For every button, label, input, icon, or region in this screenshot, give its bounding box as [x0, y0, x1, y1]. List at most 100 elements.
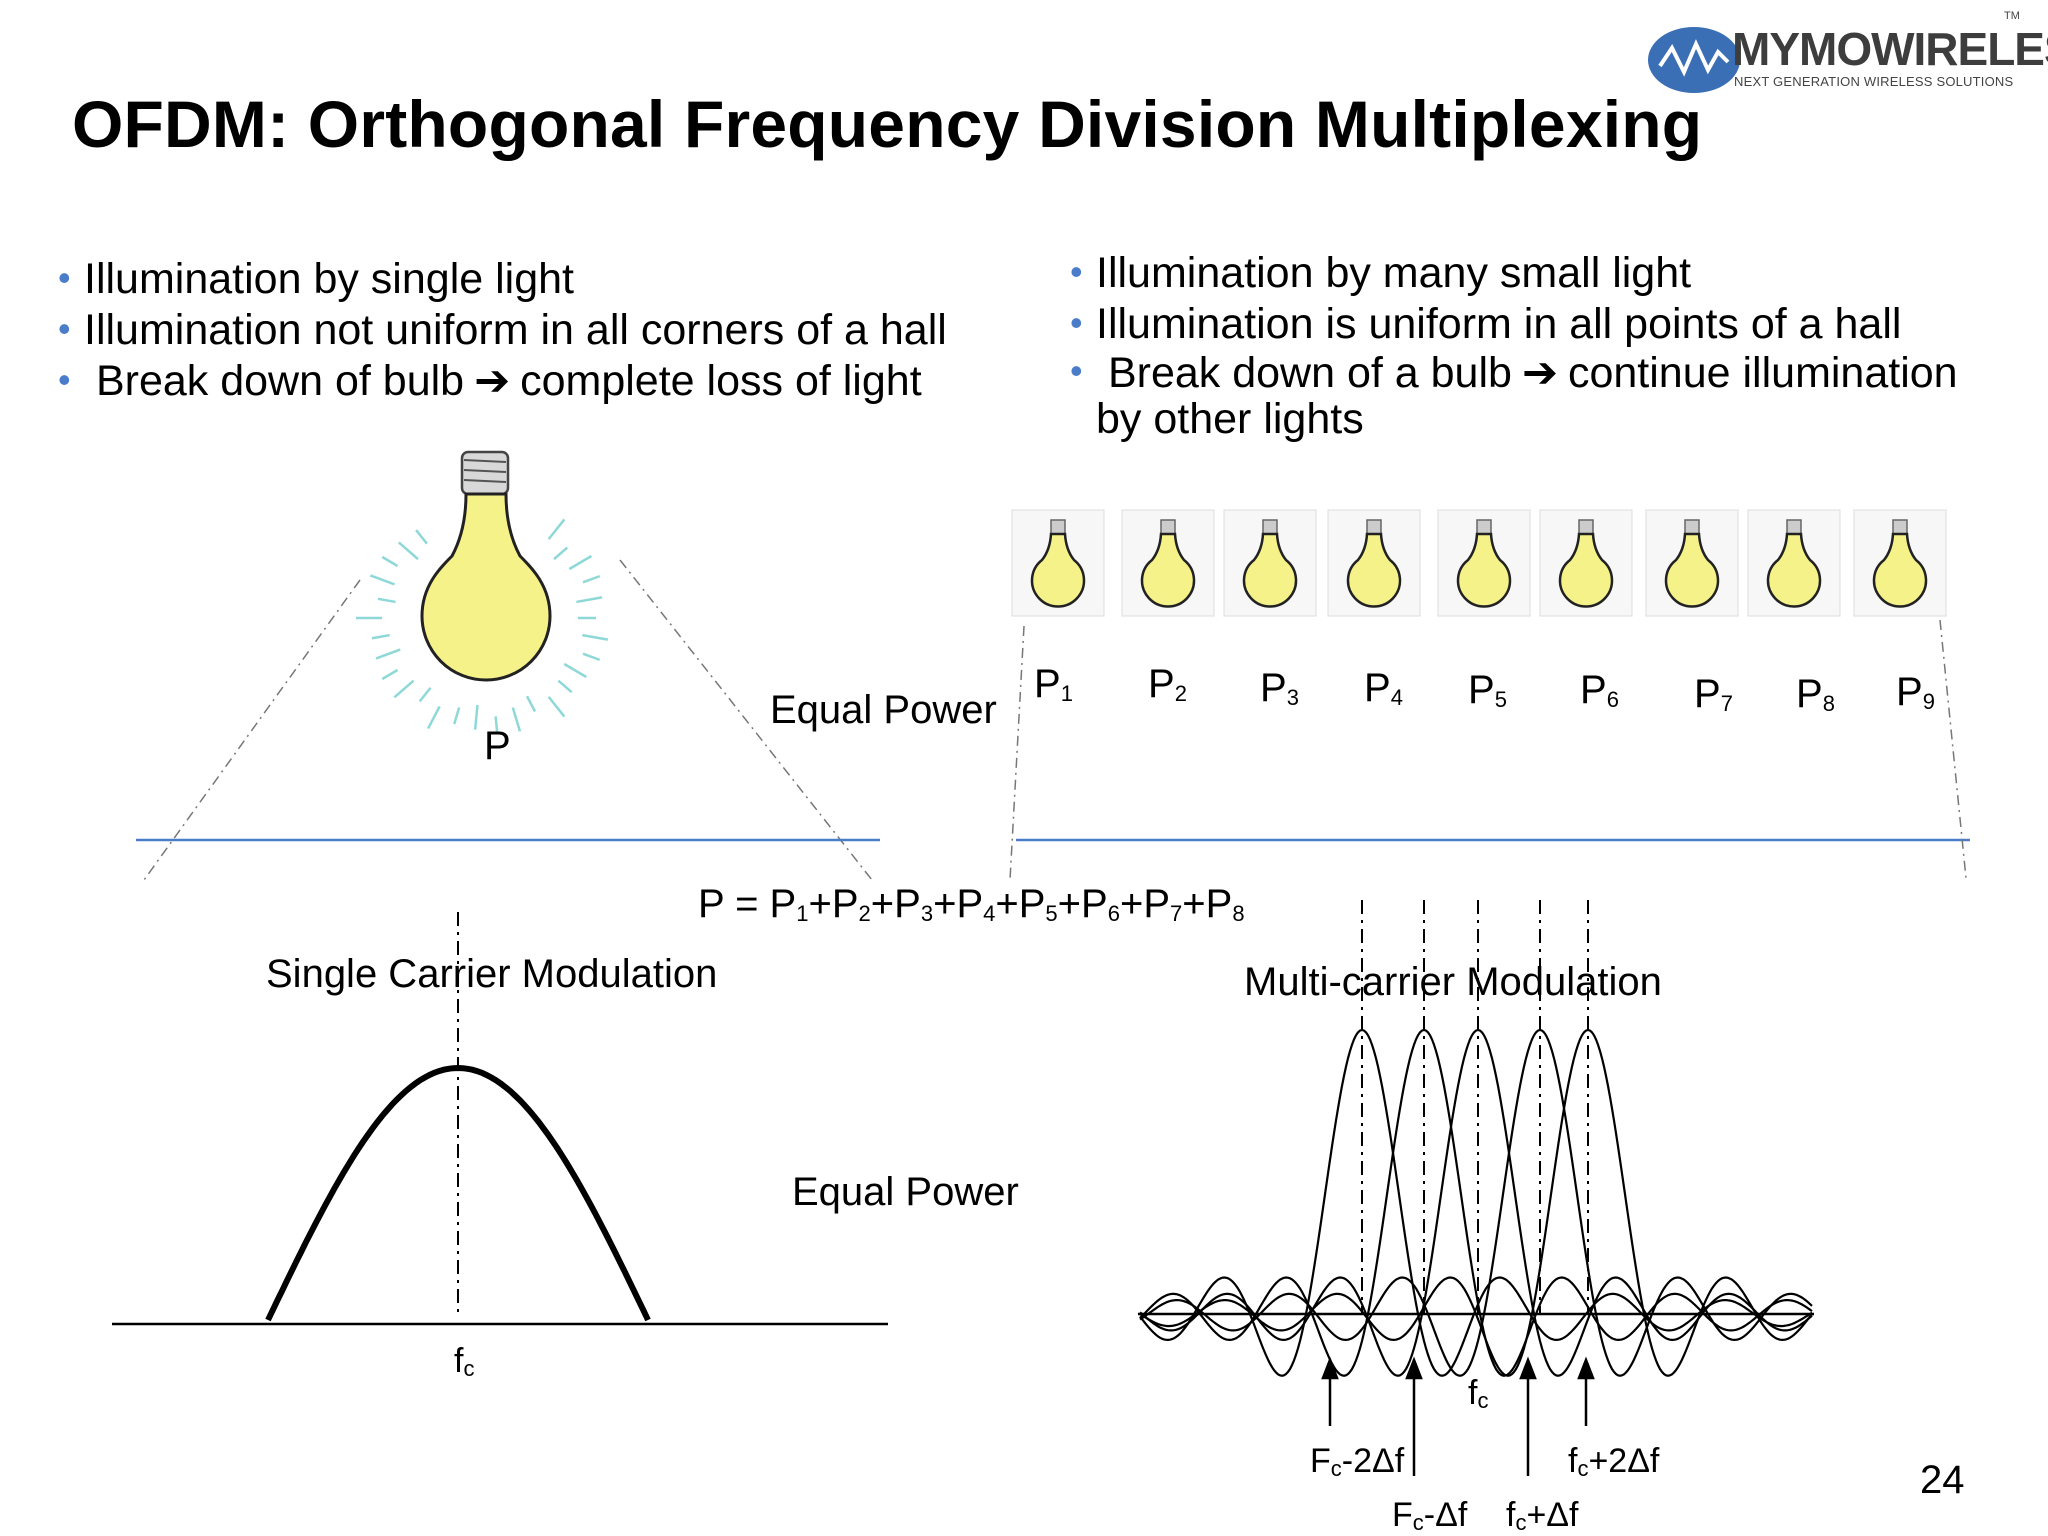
left-bullet-3-pre: Break down of bulb: [84, 357, 465, 405]
freq-fc-minus-2df-label: Fc-2Δf: [1310, 1442, 1404, 1481]
arrow-head-icon: [1321, 1356, 1339, 1380]
equation-term: P: [1018, 882, 1046, 926]
single-carrier-fc-label: fc: [454, 1342, 474, 1381]
left-bullet-2: Illumination not uniform in all corners …: [56, 303, 947, 356]
freq-fc-plus-2df-sub: c: [1577, 1456, 1589, 1481]
small-bulb: [1538, 508, 1634, 618]
equation-lhs: P =: [698, 882, 770, 926]
freq-fc-minus-2df-tail: -2Δf: [1341, 1442, 1405, 1480]
single-carrier-curve: [265, 1064, 651, 1322]
left-bullet-3: Break down of bulb➔complete loss of ligh…: [56, 354, 947, 407]
logo-wordmark-o: O: [1836, 23, 1872, 75]
equation-term: P: [1081, 882, 1108, 926]
left-bullet-2-text: Illumination not uniform in all corners …: [84, 306, 947, 354]
freq-fc-minus-df-tail: -Δf: [1423, 1496, 1468, 1534]
logo-wordmark-part2: WIRELESS: [1871, 23, 2048, 75]
trademark: TM: [2004, 10, 2020, 22]
equation-term: P: [1205, 882, 1233, 926]
equal-power-label-bottom: Equal Power: [792, 1170, 1019, 1214]
single-carrier-title: Single Carrier Modulation: [266, 952, 718, 996]
subcarrier-curve: [1139, 1028, 1813, 1377]
multi-carrier-title: Multi-carrier Modulation: [1244, 960, 1662, 1004]
multi-carrier-curves: [1139, 1028, 1813, 1377]
subcarrier-curve: [1139, 1028, 1813, 1377]
subcarrier-curve: [1139, 1028, 1813, 1377]
bulb-power-label-7: P7: [1694, 672, 1733, 716]
freq-fc-plus-df-main: f: [1506, 1496, 1516, 1534]
cone-right: [619, 559, 873, 881]
multi-fc-main: f: [1468, 1374, 1478, 1412]
right-bullet-2: Illumination is uniform in all points of…: [1068, 297, 1958, 350]
freq-fc-plus-2df-main: f: [1568, 1442, 1578, 1480]
small-bulb: [1326, 508, 1422, 618]
logo-wordmark-part1: MYM: [1732, 23, 1837, 75]
small-bulb: [1436, 508, 1532, 618]
single-bulb: [356, 450, 609, 734]
small-bulb: [1010, 508, 1106, 618]
fc-main: f: [454, 1342, 464, 1380]
arrow-head-icon: [1519, 1356, 1537, 1380]
multi-carrier-guides: [1361, 900, 1589, 1314]
freq-fc-plus-df-sub: c: [1515, 1510, 1527, 1535]
page-number: 24: [1920, 1458, 1965, 1502]
small-bulb: [1120, 508, 1216, 618]
company-logo: TM MYMOWIRELESS NEXT GENERATION WIRELESS…: [1630, 10, 2048, 102]
bulb-power-label-8: P8: [1796, 672, 1835, 716]
bulb-power-label: P: [484, 724, 511, 768]
equation-term: P: [894, 882, 921, 926]
right-bullet-1-text: Illumination by many small light: [1096, 249, 1692, 297]
arrow-head-icon: [1405, 1356, 1423, 1380]
freq-fc-plus-2df-tail: +2Δf: [1588, 1442, 1660, 1480]
subcarrier-curve: [1139, 1028, 1813, 1377]
bulb-power-label-6: P6: [1580, 668, 1619, 712]
equation-term: P: [1143, 882, 1171, 926]
fc-sub: c: [463, 1356, 475, 1381]
left-bullets: Illumination by single light Illuminatio…: [56, 252, 947, 407]
logo-emblem: [1648, 27, 1740, 93]
power-equation: P = P1+P2+P3+P4+P5+P6+P7+P8: [698, 882, 1245, 927]
freq-fc-minus-2df-main: F: [1310, 1442, 1331, 1480]
freq-fc-minus-df-label: Fc-Δf: [1392, 1496, 1467, 1535]
bulb-power-label-4: P4: [1364, 666, 1403, 710]
arrow-head-icon: [1577, 1356, 1595, 1380]
equation-term: P: [956, 882, 984, 926]
right-bullet-1: Illumination by many small light: [1068, 246, 1958, 299]
cone-left: [143, 579, 361, 881]
small-bulb: [1852, 508, 1948, 618]
arrow-icon: ➔: [474, 357, 511, 405]
equal-power-label-top: Equal Power: [770, 688, 997, 732]
right-bullet-3-continued: by other lights: [1096, 395, 1364, 443]
small-bulb: [1644, 508, 1740, 618]
small-bulb: [1746, 508, 1842, 618]
right-bullet-2-text: Illumination is uniform in all points of…: [1096, 300, 1902, 348]
bulb-power-label-1: P1: [1034, 662, 1073, 706]
multi-fc-label: fc: [1468, 1374, 1488, 1413]
logo-wordmark: MYMOWIRELESS: [1732, 22, 2048, 76]
left-bullet-1: Illumination by single light: [56, 252, 947, 305]
freq-fc-minus-df-sub: c: [1412, 1510, 1424, 1535]
bulb-power-label-5: P5: [1468, 668, 1507, 712]
right-bullet-3-pre: Break down of a bulb: [1096, 349, 1512, 397]
slide-title: OFDM: Orthogonal Frequency Division Mult…: [72, 87, 1703, 161]
bulb-power-label-3: P3: [1260, 666, 1299, 710]
right-bullets: Illumination by many small light Illumin…: [1068, 246, 1958, 443]
equation-terms: P1+P2+P3+P4+P5+P6+P7+P8: [769, 882, 1245, 926]
bulb-power-label-9: P9: [1896, 670, 1935, 714]
left-bullet-1-text: Illumination by single light: [84, 255, 574, 303]
freq-fc-minus-2df-sub: c: [1330, 1456, 1342, 1481]
bulb-row: [1010, 508, 1948, 618]
small-bulb: [1222, 508, 1318, 618]
equation-term: P: [769, 882, 797, 926]
freq-fc-plus-df-tail: +Δf: [1526, 1496, 1579, 1534]
freq-fc-minus-df-main: F: [1392, 1496, 1413, 1534]
logo-tagline: NEXT GENERATION WIRELESS SOLUTIONS: [1734, 74, 2014, 89]
arrow-icon: ➔: [1521, 349, 1558, 397]
row-edge-left: [1009, 625, 1025, 881]
left-bullet-3-post: complete loss of light: [520, 357, 922, 405]
subcarrier-curve: [1139, 1028, 1813, 1377]
bulb-power-label-2: P2: [1148, 662, 1187, 706]
freq-fc-plus-2df-label: fc+2Δf: [1568, 1442, 1659, 1481]
right-bullet-3: Break down of a bulb➔continue illuminati…: [1068, 348, 1958, 443]
equation-term: P: [831, 882, 859, 926]
